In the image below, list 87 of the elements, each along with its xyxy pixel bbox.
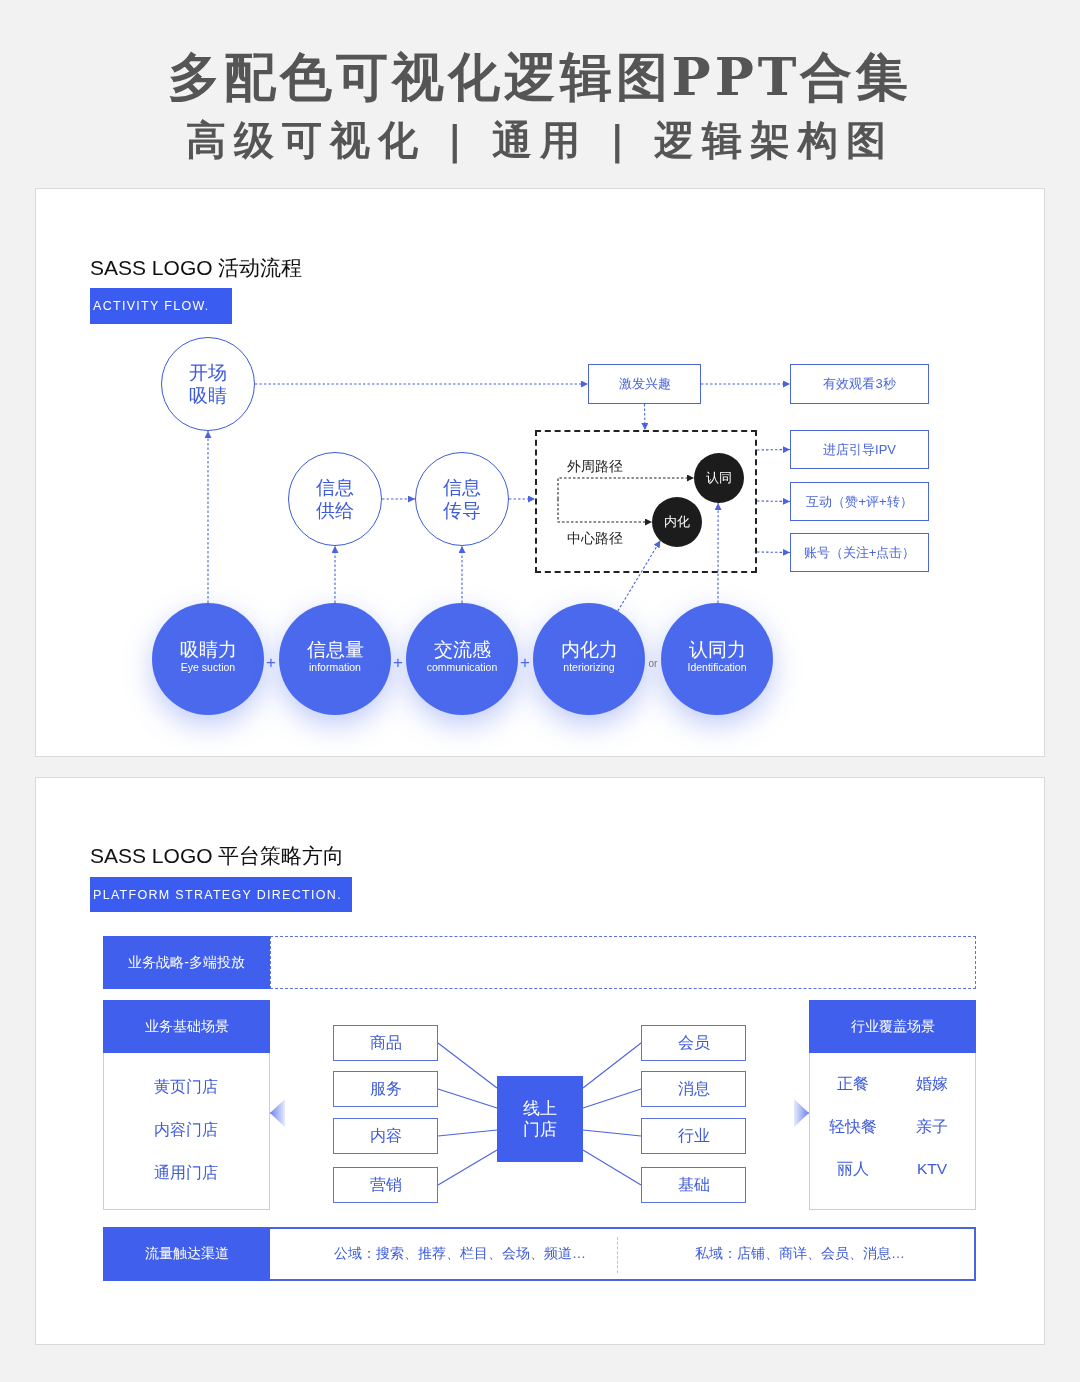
channel-text: 私域：店铺、商详、会员、消息… — [695, 1245, 905, 1263]
list-item: 正餐 — [837, 1073, 869, 1094]
list-item: 亲子 — [916, 1116, 948, 1137]
card-panel — [35, 777, 1045, 1345]
connector-line — [437, 1088, 498, 1109]
arrow — [331, 545, 339, 604]
step-box: 账号（关注+点击） — [790, 533, 929, 572]
plus-sign: + — [266, 653, 276, 673]
circle-title: 信息量 — [306, 639, 364, 661]
connector-line — [582, 1042, 642, 1089]
arrow — [204, 430, 212, 604]
feature-box: 会员 — [641, 1025, 746, 1061]
list-item: 轻快餐 — [829, 1116, 877, 1137]
arrow — [557, 498, 653, 526]
feature-box: 内容 — [333, 1118, 438, 1154]
arrow — [793, 1099, 810, 1127]
circle-subtitle: Identification — [687, 661, 747, 673]
dark-circle: 内化 — [652, 497, 702, 547]
circle-title: 认同力 — [688, 639, 746, 661]
circle-title: 吸睛力 — [179, 639, 237, 661]
connector-line — [437, 1042, 498, 1089]
arrow — [700, 380, 791, 388]
arrow — [381, 495, 416, 503]
arrow — [714, 502, 722, 604]
arrow — [557, 474, 695, 500]
panel-header: 行业覆盖场景 — [809, 1000, 976, 1053]
arrow — [617, 540, 661, 612]
channel-text: 公域：搜索、推荐、栏目、会场、频道… — [334, 1245, 586, 1263]
or-word: or — [648, 657, 658, 669]
step-circle: 信息供给 — [288, 452, 382, 546]
dark-circle: 认同 — [694, 453, 744, 503]
circle-subtitle: communication — [426, 661, 498, 673]
arrow — [508, 495, 536, 503]
list-item: 内容门店 — [154, 1119, 218, 1140]
card-panel — [35, 188, 1045, 757]
arrow — [641, 403, 649, 431]
section-tag: ACTIVITY FLOW. — [90, 288, 232, 324]
step-box: 有效观看3秒 — [790, 364, 929, 404]
connector-line — [582, 1129, 642, 1137]
arrow — [756, 548, 791, 556]
arrow — [458, 545, 466, 604]
connector-line — [582, 1088, 642, 1109]
step-box: 进店引导IPV — [790, 430, 929, 469]
plus-sign: + — [520, 653, 530, 673]
connector-line — [582, 1149, 642, 1186]
feature-box: 商品 — [333, 1025, 438, 1061]
panel-header: 业务基础场景 — [103, 1000, 270, 1053]
list-item: 通用门店 — [154, 1162, 218, 1183]
page-subtitle: 高级可视化 | 通用 | 逻辑架构图 — [185, 114, 895, 166]
arrow — [254, 380, 589, 388]
circle-subtitle: information — [309, 661, 361, 673]
list-item: 婚嫁 — [916, 1073, 948, 1094]
section-heading: SASS LOGO 平台策略方向 — [90, 843, 345, 869]
feature-box: 基础 — [641, 1167, 746, 1203]
arrow — [756, 497, 791, 505]
list-item: KTV — [916, 1160, 948, 1178]
row-header-cell: 流量触达渠道 — [103, 1227, 270, 1281]
connector-line — [437, 1129, 498, 1137]
feature-box: 营销 — [333, 1167, 438, 1203]
circle-title: 内化力 — [560, 639, 618, 661]
feature-box: 消息 — [641, 1071, 746, 1107]
circle-subtitle: nteriorizing — [563, 661, 615, 673]
feature-box: 行业 — [641, 1118, 746, 1154]
list-item: 黄页门店 — [154, 1076, 218, 1097]
page-title: 多配色可视化逻辑图PPT合集 — [167, 45, 913, 109]
section-tag: PLATFORM STRATEGY DIRECTION. — [90, 877, 352, 912]
connector-line — [437, 1149, 498, 1186]
arrow — [269, 1099, 286, 1127]
section-heading: SASS LOGO 活动流程 — [90, 255, 303, 281]
arrow — [756, 446, 791, 454]
edge-label: 中心路径 — [566, 530, 624, 548]
step-box: 激发兴趣 — [588, 364, 701, 404]
category-box: 业务战略-多端投放 — [103, 936, 270, 989]
step-box: 互动（赞+评+转） — [790, 482, 929, 521]
scenario-panel — [103, 1000, 270, 1210]
step-circle: 开场吸睛 — [161, 337, 255, 431]
circle-subtitle: Eye suction — [180, 661, 236, 673]
scenario-panel — [809, 1000, 976, 1210]
edge-label: 外周路径 — [566, 458, 624, 476]
circle-title: 交流感 — [433, 639, 491, 661]
plus-sign: + — [393, 653, 403, 673]
channel-row — [103, 1227, 976, 1281]
dashed-strip — [270, 936, 976, 989]
center-box: 线上门店 — [497, 1076, 583, 1162]
step-circle: 信息传导 — [415, 452, 509, 546]
feature-box: 服务 — [333, 1071, 438, 1107]
list-item: 丽人 — [837, 1158, 869, 1179]
